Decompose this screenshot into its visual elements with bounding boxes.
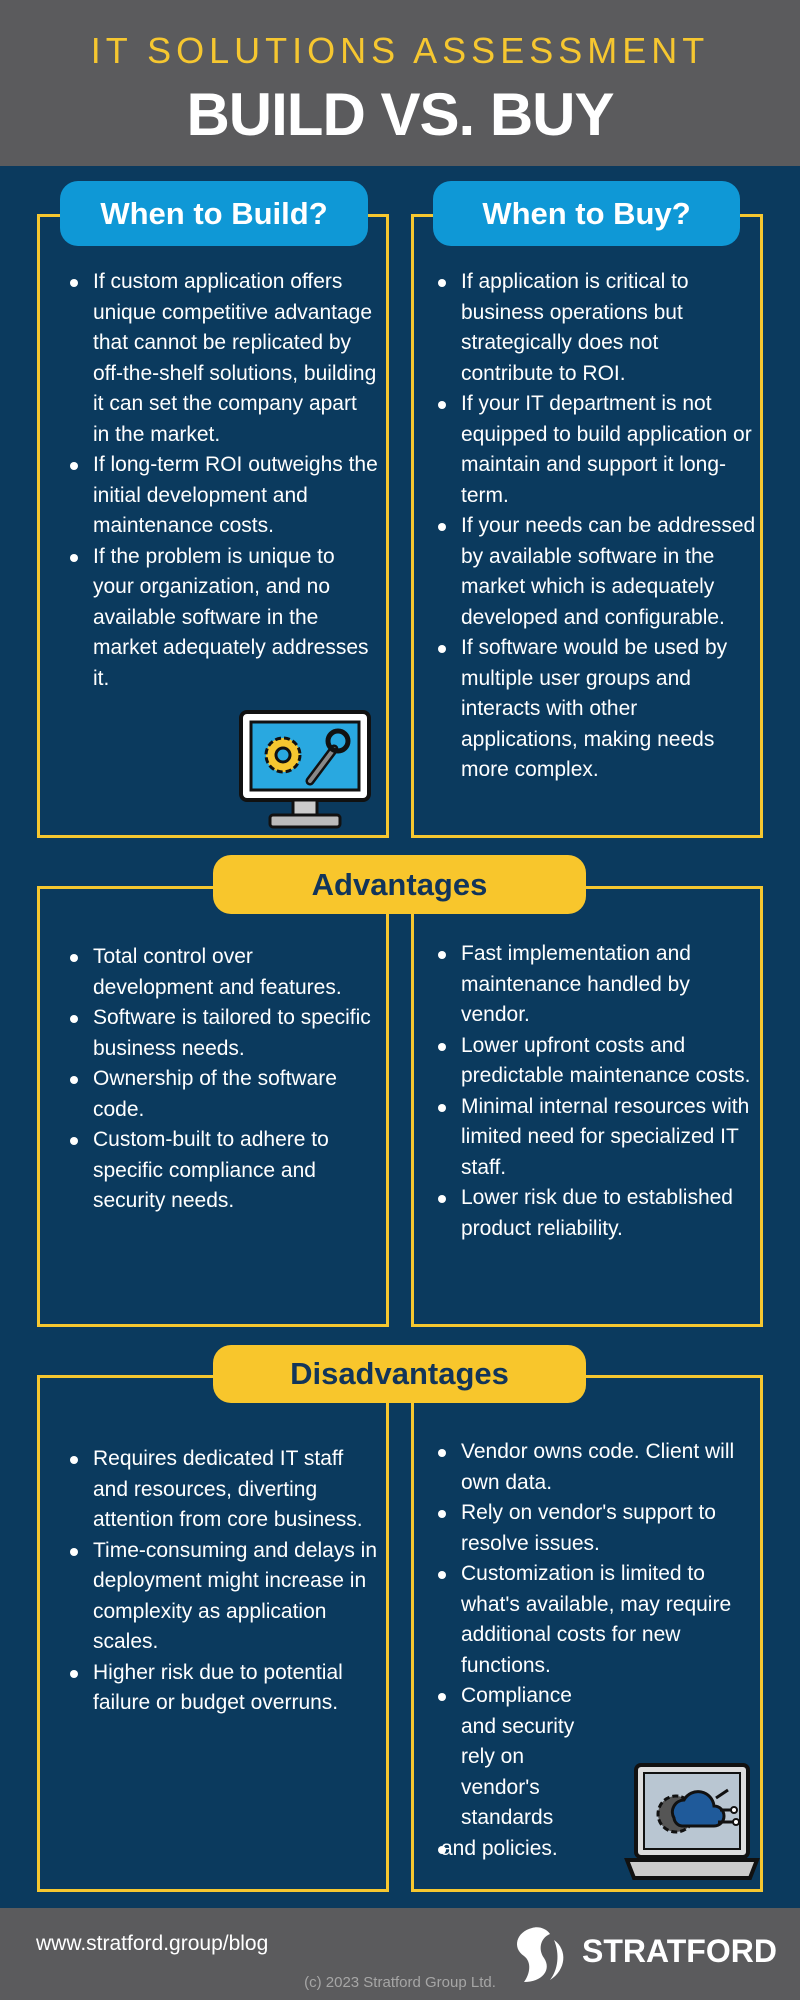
when-to-buy-box: If application is critical to business o… xyxy=(411,214,763,838)
list-item: If application is critical to business o… xyxy=(436,267,756,389)
buy-advantages-box: Fast implementation and maintenance hand… xyxy=(411,886,763,1327)
list-item: If your needs can be addressed by availa… xyxy=(436,511,756,633)
when-to-buy-label: When to Buy? xyxy=(433,181,740,246)
buy-advantages-list: Fast implementation and maintenance hand… xyxy=(436,939,756,1244)
build-advantages-box: Total control over development and featu… xyxy=(37,886,389,1327)
list-item: Time-consuming and delays in deployment … xyxy=(68,1536,378,1658)
list-item: Requires dedicated IT staff and resource… xyxy=(68,1444,378,1536)
build-disadvantages-list: Requires dedicated IT staff and resource… xyxy=(68,1444,378,1719)
list-item: Rely on vendor's support to resolve issu… xyxy=(436,1498,756,1559)
laptop-cloud-gear-icon xyxy=(624,1763,760,1880)
buy-disadvantages-list: Vendor owns code. Client will own data. … xyxy=(436,1437,756,1864)
list-item: Lower upfront costs and predictable main… xyxy=(436,1031,756,1092)
monitor-gear-wrench-icon xyxy=(239,710,371,829)
header: IT SOLUTIONS ASSESSMENT BUILD VS. BUY xyxy=(0,0,800,166)
subtitle: IT SOLUTIONS ASSESSMENT xyxy=(90,30,710,71)
page-title: BUILD VS. BUY xyxy=(186,81,614,148)
list-item: Fast implementation and maintenance hand… xyxy=(436,939,756,1031)
build-advantages-list: Total control over development and featu… xyxy=(68,942,378,1217)
buy-disadvantages-box: Vendor owns code. Client will own data. … xyxy=(411,1375,763,1892)
copyright: (c) 2023 Stratford Group Ltd. xyxy=(304,1974,496,1991)
list-item: Vendor owns code. Client will own data. xyxy=(436,1437,756,1498)
when-to-build-label: When to Build? xyxy=(60,181,368,246)
build-list: If custom application offers unique comp… xyxy=(68,267,378,694)
list-item: If software would be used by multiple us… xyxy=(436,633,756,786)
list-item: Software is tailored to specific busines… xyxy=(68,1003,378,1064)
stratford-logo-icon xyxy=(517,1927,564,1982)
footer: www.stratford.group/blog STRATFORD (c) 2… xyxy=(0,1908,800,2000)
list-item: Lower risk due to established product re… xyxy=(436,1183,756,1244)
brand-name: STRATFORD xyxy=(582,1933,777,1969)
advantages-label: Advantages xyxy=(213,855,586,914)
blog-link[interactable]: www.stratford.group/blog xyxy=(36,1932,269,1955)
list-item: If your IT department is not equipped to… xyxy=(436,389,756,511)
list-item: Higher risk due to potential failure or … xyxy=(68,1658,378,1719)
list-item: If long-term ROI outweighs the initial d… xyxy=(68,450,378,542)
list-item: Total control over development and featu… xyxy=(68,942,378,1003)
list-item: Custom-built to adhere to specific compl… xyxy=(68,1125,378,1217)
buy-list: If application is critical to business o… xyxy=(436,267,756,786)
when-to-build-box: If custom application offers unique comp… xyxy=(37,214,389,838)
list-item: Customization is limited to what's avail… xyxy=(436,1559,756,1681)
list-item: Ownership of the software code. xyxy=(68,1064,378,1125)
list-item: Minimal internal resources with limited … xyxy=(436,1092,756,1184)
list-item: If custom application offers unique comp… xyxy=(68,267,378,450)
list-item: If the problem is unique to your organiz… xyxy=(68,542,378,695)
list-item: Compliance and security rely on vendor's… xyxy=(436,1681,576,1834)
disadvantages-label: Disadvantages xyxy=(213,1345,586,1403)
list-item-continued: and policies. xyxy=(436,1834,756,1865)
build-disadvantages-box: Requires dedicated IT staff and resource… xyxy=(37,1375,389,1892)
